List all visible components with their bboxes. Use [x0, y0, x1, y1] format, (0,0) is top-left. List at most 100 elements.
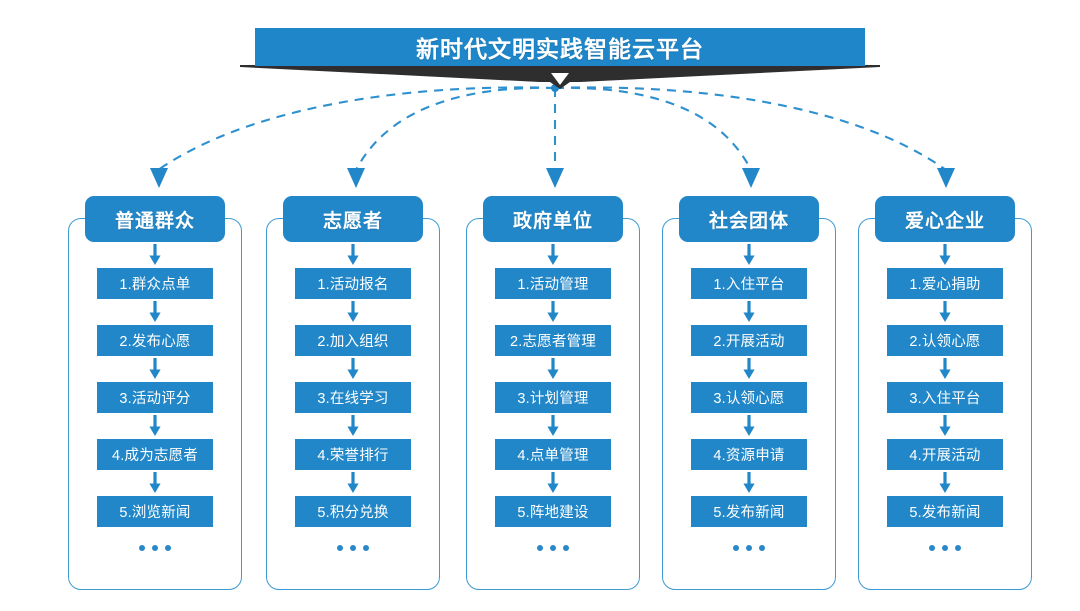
down-arrow-icon — [149, 472, 161, 493]
list-item-label: 3.计划管理 — [517, 391, 589, 407]
list-item[interactable]: 4.成为志愿者 — [97, 439, 213, 470]
arrowhead-col-4 — [742, 168, 760, 188]
ellipsis-dot — [733, 545, 739, 551]
list-item-label: 1.爱心捐助 — [909, 277, 981, 293]
column-header-1[interactable]: 普通群众 — [85, 196, 225, 242]
list-item-label: 4.点单管理 — [517, 448, 589, 464]
list-item-label: 5.发布新闻 — [909, 505, 981, 521]
arrowhead-col-3 — [546, 168, 564, 188]
more-items-ellipsis — [266, 527, 440, 569]
list-item[interactable]: 5.积分兑换 — [295, 496, 411, 527]
list-item[interactable]: 5.发布新闻 — [691, 496, 807, 527]
down-arrow-icon — [347, 244, 359, 265]
column-item-list: 1.爱心捐助 2.认领心愿 3.入住平台 4.开展活动 5.发布新闻 — [858, 242, 1032, 569]
list-item-label: 5.积分兑换 — [317, 505, 389, 521]
list-item[interactable]: 2.加入组织 — [295, 325, 411, 356]
connector-to-col-5 — [554, 86, 947, 171]
down-arrow-icon — [347, 301, 359, 322]
step-connector-arrow — [858, 242, 1032, 268]
list-item[interactable]: 1.爱心捐助 — [887, 268, 1003, 299]
list-item[interactable]: 2.开展活动 — [691, 325, 807, 356]
ellipsis-dot — [746, 545, 752, 551]
ellipsis-dot — [152, 545, 158, 551]
down-arrow-icon — [547, 415, 559, 436]
step-connector-arrow — [68, 356, 242, 382]
list-item-label: 1.群众点单 — [119, 277, 191, 293]
more-items-ellipsis — [466, 527, 640, 569]
column-header-3[interactable]: 政府单位 — [483, 196, 623, 242]
ellipsis-dot — [350, 545, 356, 551]
step-connector-arrow — [466, 356, 640, 382]
list-item[interactable]: 3.认领心愿 — [691, 382, 807, 413]
list-item-label: 2.认领心愿 — [909, 334, 981, 350]
column-header-label: 普通群众 — [114, 210, 195, 232]
column-item-list: 1.活动管理 2.志愿者管理 3.计划管理 4.点单管理 5.阵地建设 — [466, 242, 640, 569]
list-item-label: 3.在线学习 — [317, 391, 389, 407]
column-header-4[interactable]: 社会团体 — [679, 196, 819, 242]
step-connector-arrow — [466, 299, 640, 325]
list-item-label: 4.开展活动 — [909, 448, 981, 464]
down-arrow-icon — [149, 301, 161, 322]
list-item[interactable]: 5.浏览新闻 — [97, 496, 213, 527]
list-item-label: 1.活动管理 — [517, 277, 589, 293]
list-item-label: 2.发布心愿 — [119, 334, 191, 350]
ellipsis-dot — [363, 545, 369, 551]
step-connector-arrow — [466, 242, 640, 268]
list-item[interactable]: 2.志愿者管理 — [495, 325, 611, 356]
list-item[interactable]: 1.群众点单 — [97, 268, 213, 299]
list-item[interactable]: 3.在线学习 — [295, 382, 411, 413]
list-item-label: 4.资源申请 — [713, 448, 785, 464]
list-item[interactable]: 3.计划管理 — [495, 382, 611, 413]
down-arrow-icon — [743, 472, 755, 493]
list-item-label: 5.发布新闻 — [713, 505, 785, 521]
down-arrow-icon — [547, 244, 559, 265]
step-connector-arrow — [68, 299, 242, 325]
list-item[interactable]: 1.活动报名 — [295, 268, 411, 299]
down-arrow-icon — [547, 301, 559, 322]
list-item-label: 5.阵地建设 — [517, 505, 589, 521]
down-arrow-icon — [743, 244, 755, 265]
list-item[interactable]: 3.入住平台 — [887, 382, 1003, 413]
list-item[interactable]: 1.入住平台 — [691, 268, 807, 299]
down-arrow-icon — [939, 472, 951, 493]
step-connector-arrow — [266, 413, 440, 439]
ellipsis-dot — [165, 545, 171, 551]
column-header-5[interactable]: 爱心企业 — [875, 196, 1015, 242]
list-item-label: 4.成为志愿者 — [112, 448, 198, 464]
list-item[interactable]: 2.认领心愿 — [887, 325, 1003, 356]
list-item[interactable]: 4.荣誉排行 — [295, 439, 411, 470]
list-item[interactable]: 3.活动评分 — [97, 382, 213, 413]
more-items-ellipsis — [662, 527, 836, 569]
list-item[interactable]: 4.点单管理 — [495, 439, 611, 470]
step-connector-arrow — [266, 299, 440, 325]
list-item[interactable]: 4.开展活动 — [887, 439, 1003, 470]
step-connector-arrow — [68, 242, 242, 268]
list-item[interactable]: 1.活动管理 — [495, 268, 611, 299]
down-arrow-icon — [939, 301, 951, 322]
column-header-2[interactable]: 志愿者 — [283, 196, 423, 242]
column-header-label: 政府单位 — [512, 210, 593, 232]
column-item-list: 1.活动报名 2.加入组织 3.在线学习 4.荣誉排行 5.积分兑换 — [266, 242, 440, 569]
ellipsis-dot — [139, 545, 145, 551]
list-item-label: 2.加入组织 — [317, 334, 389, 350]
down-arrow-icon — [547, 472, 559, 493]
column-item-list: 1.群众点单 2.发布心愿 3.活动评分 4.成为志愿者 5.浏览新闻 — [68, 242, 242, 569]
list-item-label: 1.入住平台 — [713, 277, 785, 293]
connector-to-col-4 — [554, 86, 752, 171]
list-item[interactable]: 5.阵地建设 — [495, 496, 611, 527]
list-item[interactable]: 2.发布心愿 — [97, 325, 213, 356]
list-item[interactable]: 5.发布新闻 — [887, 496, 1003, 527]
down-arrow-icon — [149, 415, 161, 436]
step-connector-arrow — [266, 242, 440, 268]
list-item-label: 2.开展活动 — [713, 334, 785, 350]
step-connector-arrow — [858, 356, 1032, 382]
list-item[interactable]: 4.资源申请 — [691, 439, 807, 470]
down-arrow-icon — [939, 244, 951, 265]
step-connector-arrow — [266, 470, 440, 496]
ellipsis-dot — [563, 545, 569, 551]
down-arrow-icon — [547, 358, 559, 379]
connector-to-col-2 — [355, 86, 556, 171]
step-connector-arrow — [858, 299, 1032, 325]
list-item-label: 2.志愿者管理 — [510, 334, 596, 350]
